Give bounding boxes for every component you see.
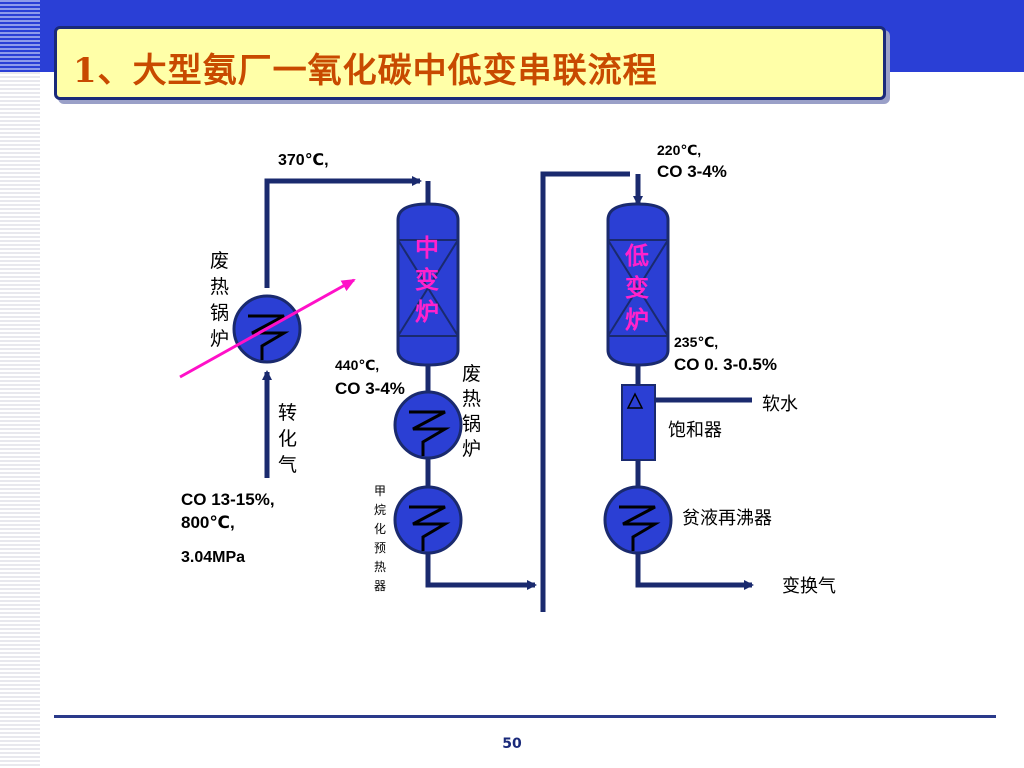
waste-heat-boiler-1-label: 废热锅炉 — [210, 250, 230, 350]
mid-inlet-temp: 370℃, — [278, 152, 329, 169]
lean-reboiler-label: 贫液再沸器 — [682, 508, 772, 529]
inlet-condition-1: CO 13-15%, — [181, 490, 275, 509]
pipe-boiler1-to-mid — [264, 176, 422, 288]
mid-shift-furnace-vessel — [396, 202, 460, 367]
lean-solution-reboiler — [603, 485, 673, 555]
saturator-label: 饱和器 — [668, 420, 722, 441]
pipe-preheater-to-riser — [425, 552, 537, 590]
page-title: 1、大型氨厂一氧化碳中低变串联流程 — [73, 51, 658, 91]
mid-outlet-co: CO 3-4% — [335, 379, 405, 398]
inlet-gas-label: 转化气 — [278, 402, 298, 476]
mid-shift-furnace-label: 中变炉 — [415, 233, 439, 326]
header-band-stripes — [0, 0, 40, 72]
footer-divider — [54, 715, 996, 718]
soft-water-label: 软水 — [762, 394, 798, 415]
pipe-outlet — [635, 552, 754, 590]
water-arrow — [179, 278, 356, 379]
waste-heat-boiler-2 — [393, 390, 463, 460]
saturator-vessel — [621, 384, 656, 461]
mid-outlet-temp: 440℃, — [335, 357, 380, 373]
methanator-preheater — [393, 485, 463, 555]
background-stripes — [0, 0, 40, 768]
inlet-condition-2: 800℃, — [181, 513, 235, 532]
title-box: 1、大型氨厂一氧化碳中低变串联流程 — [54, 26, 886, 100]
waste-heat-boiler-2-label: 废热锅炉 — [462, 363, 482, 460]
low-inlet-co: CO 3-4% — [657, 162, 727, 181]
shift-gas-label: 变换气 — [782, 576, 836, 597]
low-outlet-temp: 235℃, — [674, 334, 719, 350]
methanator-preheater-label: 甲烷化预热器 — [374, 484, 387, 593]
inlet-pressure: 3.04MPa — [181, 549, 246, 566]
low-inlet-temp: 220℃, — [657, 142, 702, 158]
low-outlet-co: CO 0. 3-0.5% — [674, 355, 777, 374]
page-number: 50 — [502, 736, 522, 752]
low-shift-furnace-vessel — [606, 202, 670, 367]
low-shift-furnace-label: 低变炉 — [625, 241, 649, 334]
pipe-riser — [540, 171, 630, 612]
